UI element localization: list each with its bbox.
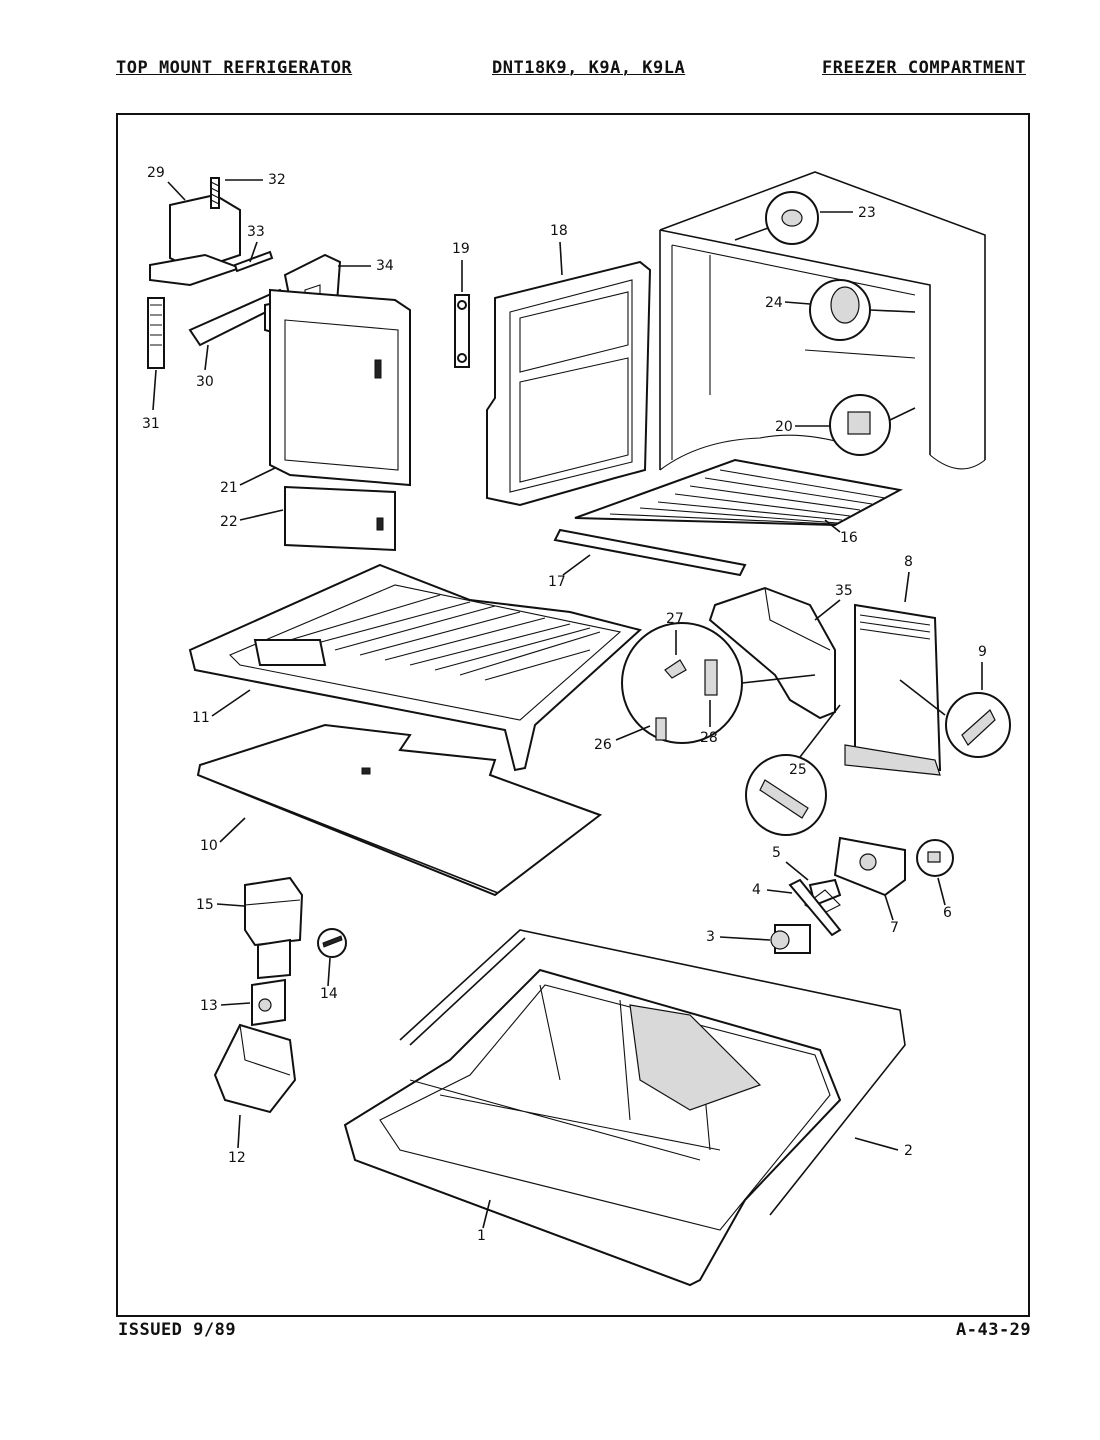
header-section: FREEZER COMPARTMENT (822, 58, 1026, 78)
callout-22: 22 (220, 514, 238, 530)
fan-motor-art (770, 836, 954, 954)
callout-6: 6 (943, 905, 952, 921)
callout-15: 15 (196, 897, 214, 913)
callout-9: 9 (978, 644, 987, 660)
liner-floor-art (188, 563, 643, 772)
callout-31: 31 (142, 416, 160, 432)
callout-7: 7 (890, 920, 899, 936)
diagram-frame (116, 113, 1030, 1317)
callout-5: 5 (772, 845, 781, 861)
callout-33: 33 (247, 224, 265, 240)
air-duct-art (621, 586, 841, 836)
footer-page-code: A-43-29 (956, 1320, 1032, 1340)
callout-16: 16 (840, 530, 858, 546)
callout-28: 28 (700, 730, 718, 746)
callout-11: 11 (192, 710, 210, 726)
callout-23: 23 (858, 205, 876, 221)
bottom-panel-art (196, 723, 603, 897)
callout-14: 14 (320, 986, 338, 1002)
callout-27: 27 (666, 611, 684, 627)
header-title: TOP MOUNT REFRIGERATOR (116, 58, 353, 78)
callout-20: 20 (775, 419, 793, 435)
header-model-numbers: DNT18K9, K9A, K9LA (492, 58, 686, 78)
callout-24: 24 (765, 295, 783, 311)
callout-3: 3 (706, 929, 715, 945)
cabinet-corner-art (659, 171, 986, 471)
callout-34: 34 (376, 258, 394, 274)
callout-32: 32 (268, 172, 286, 188)
callout-2: 2 (904, 1143, 913, 1159)
callout-21: 21 (220, 480, 238, 496)
footer-issued: ISSUED 9/89 (118, 1320, 237, 1340)
callout-29: 29 (147, 165, 165, 181)
callout-30: 30 (196, 374, 214, 390)
callout-18: 18 (550, 223, 568, 239)
callout-26: 26 (594, 737, 612, 753)
base-pan-art (343, 929, 906, 1287)
callout-10: 10 (200, 838, 218, 854)
callout-25: 25 (789, 762, 807, 778)
callout-19: 19 (452, 241, 470, 257)
freezer-door-art (454, 260, 652, 507)
callout-12: 12 (228, 1150, 246, 1166)
callout-1: 1 (477, 1228, 486, 1244)
control-panel-art (269, 288, 411, 552)
callout-8: 8 (904, 554, 913, 570)
wire-shelf-art (553, 458, 903, 577)
callout-4: 4 (752, 882, 761, 898)
callout-13: 13 (200, 998, 218, 1014)
callout-35: 35 (835, 583, 853, 599)
evaporator-cover-art (844, 603, 1011, 776)
ice-bucket-art (213, 876, 347, 1114)
callout-labels: 29 32 33 34 30 31 21 22 19 18 23 24 20 1… (142, 165, 987, 1244)
callout-17: 17 (548, 574, 566, 590)
